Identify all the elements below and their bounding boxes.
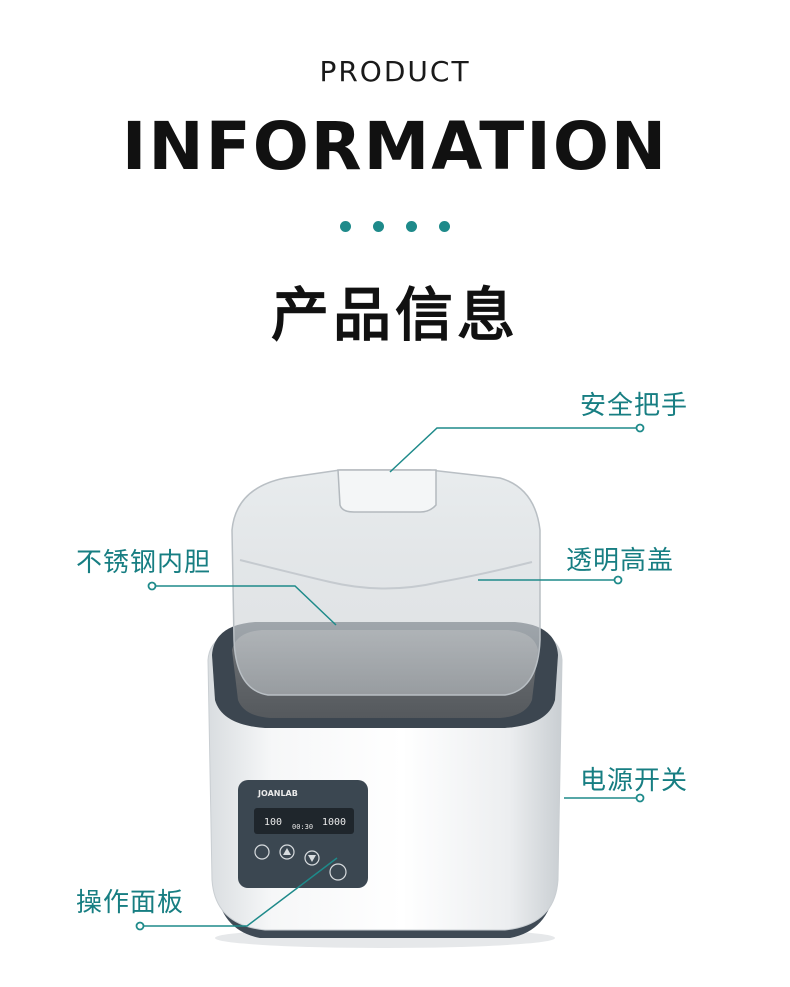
label-lid: 透明高盖 (566, 546, 675, 576)
dot-icon (373, 221, 384, 232)
dot-icon (340, 221, 351, 232)
pre-title: PRODUCT (319, 55, 471, 88)
callout-dot-icon (613, 575, 623, 585)
callout-dot-icon (147, 581, 157, 591)
decorative-dots (340, 221, 452, 233)
power-button[interactable] (329, 863, 347, 881)
dot-icon (406, 221, 417, 232)
down-button[interactable] (304, 850, 320, 866)
callout-handle (389, 427, 640, 473)
dot-icon (439, 221, 450, 232)
display (254, 808, 354, 834)
up-arrow-icon (283, 848, 291, 855)
callout-dot-icon (135, 921, 145, 931)
label-inner-pot: 不锈钢内胆 (76, 548, 212, 578)
display-left: 100 (264, 817, 282, 828)
up-button[interactable] (279, 844, 295, 860)
lid-curve (239, 559, 533, 590)
callout-dot-icon (635, 423, 645, 433)
callout-panel (140, 857, 338, 927)
down-arrow-icon (308, 855, 316, 862)
transparent-lid (231, 469, 541, 696)
label-handle: 安全把手 (580, 391, 689, 421)
callout-inner-pot (152, 585, 337, 626)
page-title: INFORMATION (121, 108, 669, 185)
cn-section-title: 产品信息 (270, 281, 519, 349)
brand-logo: JOANLAB (257, 789, 298, 798)
handle (337, 469, 437, 513)
display-right: 1000 (322, 817, 346, 828)
display-mid: 00:30 (292, 823, 313, 831)
label-power: 电源开关 (580, 766, 689, 796)
menu-button[interactable] (254, 844, 270, 860)
callout-dot-icon (635, 793, 645, 803)
label-panel: 操作面板 (76, 888, 185, 918)
